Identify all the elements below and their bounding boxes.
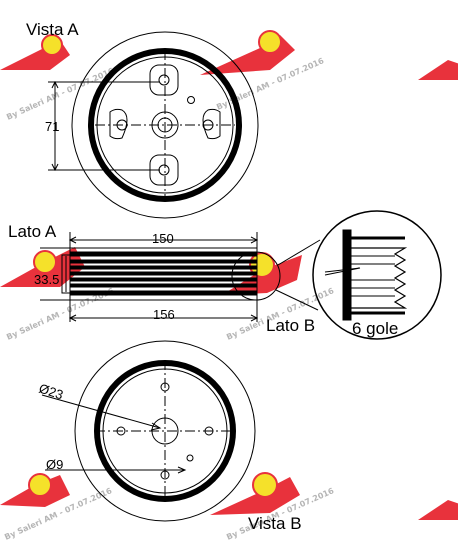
view-a-pulley — [71, 31, 259, 219]
saleri-logo-icon — [418, 60, 458, 80]
view-a-title: Vista A — [26, 20, 79, 39]
saleri-logo-icon — [210, 472, 300, 515]
view-b-pulley — [41, 340, 256, 522]
dimension-bore-diameter: Ø23 — [37, 381, 65, 403]
saleri-logo-icon — [418, 500, 458, 520]
dimension-bolt-spacing: 71 — [45, 119, 59, 134]
saleri-logo-icon — [0, 34, 70, 70]
saleri-logo-icon — [200, 30, 295, 75]
side-b-label: Lato B — [266, 316, 315, 335]
dimension-71 — [48, 80, 160, 172]
grooves-label: 6 gole — [352, 319, 398, 338]
dimension-width-bottom: 156 — [153, 307, 175, 322]
dimension-hub-depth: 33.5 — [34, 272, 59, 287]
dimension-width-top: 150 — [152, 231, 174, 246]
saleri-logo-icon — [0, 247, 85, 287]
dimension-hole-diameter: Ø9 — [46, 457, 63, 472]
saleri-logo-icon — [0, 473, 70, 507]
side-view-pulley — [40, 232, 321, 322]
view-b-title: Vista B — [248, 514, 302, 533]
side-a-label: Lato A — [8, 222, 57, 241]
detail-magnifier-icon — [312, 210, 442, 340]
